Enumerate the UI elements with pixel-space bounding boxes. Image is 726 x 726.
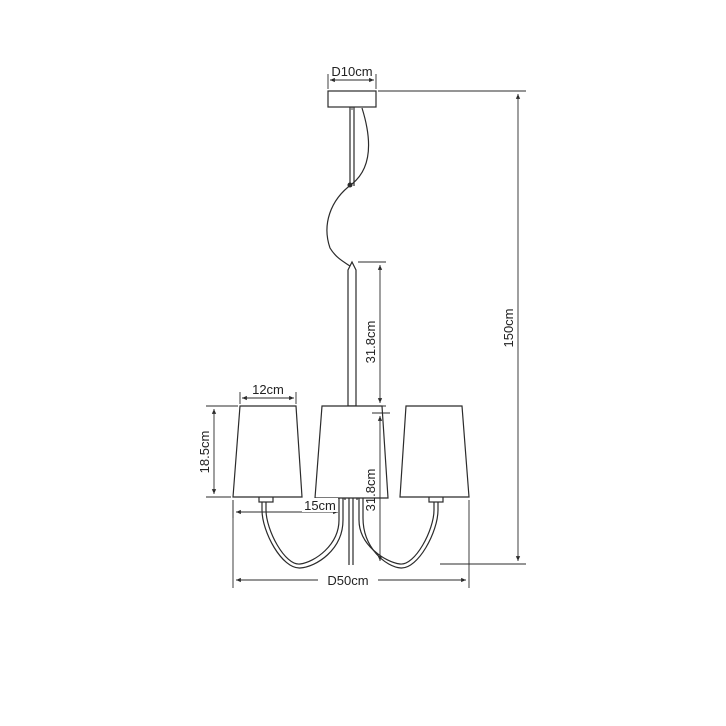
- dimension-arm-offset: 15cm: [232, 498, 338, 518]
- arm-offset-label: 15cm: [304, 498, 336, 513]
- left-arm: [261, 435, 344, 569]
- upper-rod-label: 31.8cm: [363, 321, 378, 364]
- suspension-rod: [349, 107, 355, 186]
- shade-width-label: 12cm: [252, 382, 284, 397]
- dimension-shade-height: 18.5cm: [197, 405, 238, 498]
- right-arm: [358, 435, 439, 569]
- upper-stem: [347, 260, 357, 407]
- dimension-upper-rod: 31.8cm: [358, 261, 386, 407]
- power-cable: [326, 107, 370, 267]
- dimension-canopy-diameter: D10cm: [327, 64, 377, 89]
- ceiling-canopy: [327, 90, 377, 110]
- overall-diameter-label: D50cm: [327, 573, 368, 588]
- right-shade: [399, 405, 470, 498]
- lower-section-label: 31.8cm: [363, 469, 378, 512]
- canopy-diameter-label: D10cm: [331, 64, 372, 79]
- dimension-shade-width: 12cm: [239, 382, 297, 404]
- left-shade: [232, 405, 303, 498]
- dimension-lower-section: 31.8cm: [363, 412, 390, 561]
- overall-height-label: 150cm: [501, 308, 516, 347]
- dimension-overall-diameter: D50cm: [232, 500, 470, 588]
- shade-height-label: 18.5cm: [197, 431, 212, 474]
- dimension-overall-height: 150cm: [378, 90, 526, 565]
